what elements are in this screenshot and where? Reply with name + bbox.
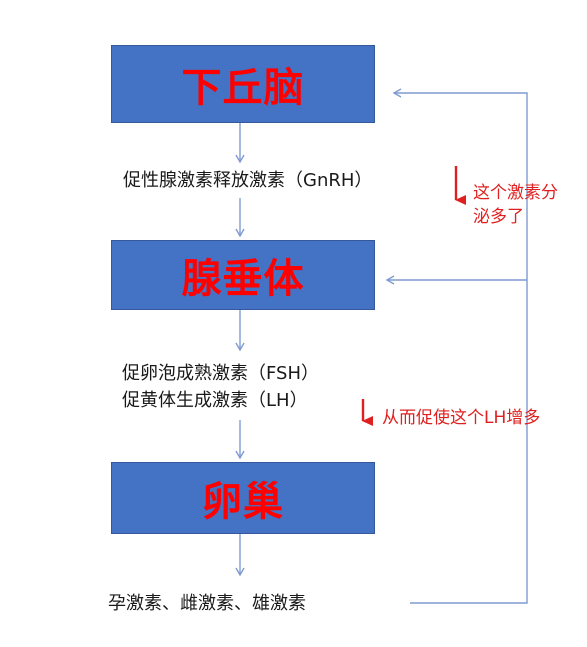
lh-label: 促黄体生成激素（LH） — [122, 390, 308, 411]
annotation-gnrh-line2: 泌多了 — [473, 207, 524, 227]
pituitary-box: 腺垂体 — [111, 240, 375, 310]
annotation-gnrh-line1: 这个激素分 — [473, 183, 558, 203]
hypothalamus-box: 下丘脑 — [111, 45, 375, 123]
fsh-label: 促卵泡成熟激素（FSH） — [122, 363, 319, 384]
gnrh-label: 促性腺激素释放激素（GnRH） — [123, 170, 373, 191]
pituitary-label: 腺垂体 — [181, 256, 305, 302]
feedback-loop-line — [392, 88, 528, 604]
annotation-lh: 从而促使这个LH增多 — [382, 408, 541, 428]
hypothalamus-label: 下丘脑 — [181, 65, 305, 111]
ovary-box: 卵巢 — [111, 462, 375, 534]
ovarian-hormones-label: 孕激素、雌激素、雄激素 — [108, 593, 306, 614]
ovary-label: 卵巢 — [202, 479, 284, 525]
